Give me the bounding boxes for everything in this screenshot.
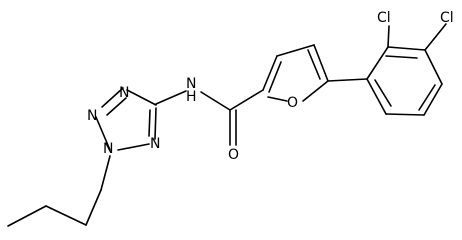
butyl-chain xyxy=(7,155,111,227)
amide-linkage xyxy=(155,90,237,146)
tetrazole-n4-label: N xyxy=(119,85,129,101)
amide-hydrogen-label: H xyxy=(186,89,197,105)
amide-nitrogen-label: N xyxy=(186,76,196,92)
atom-labels: N H N N N N O O Cl Cl xyxy=(87,10,454,163)
tetrazole-n1-label: N xyxy=(150,136,160,152)
tetrazole-n2-label: N xyxy=(103,141,113,157)
chlorine-bonds xyxy=(387,23,447,51)
chlorine-ortho-label: Cl xyxy=(377,10,391,26)
dichlorophenyl-ring xyxy=(327,46,443,116)
tetrazole-n3-label: N xyxy=(87,108,97,124)
furan-oxygen-label: O xyxy=(287,95,298,111)
furan-ring xyxy=(229,44,329,111)
tetrazole-ring xyxy=(95,87,157,151)
chlorine-meta-label: Cl xyxy=(440,10,454,26)
carbonyl-oxygen-label: O xyxy=(228,147,239,163)
